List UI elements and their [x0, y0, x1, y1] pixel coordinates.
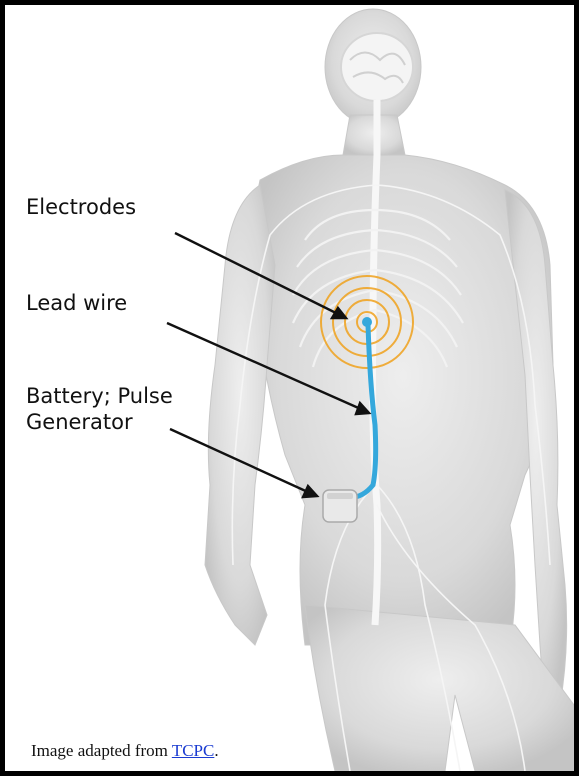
- label-battery-line1: Battery; Pulse: [26, 383, 173, 409]
- label-electrodes: Electrodes: [26, 194, 136, 220]
- body-silhouette: [205, 9, 574, 771]
- electrode-contact: [362, 317, 372, 327]
- brain: [341, 33, 413, 101]
- caption: Image adapted from TCPC.: [31, 741, 219, 761]
- caption-prefix: Image adapted from: [31, 741, 172, 760]
- tcpc-link[interactable]: TCPC: [172, 741, 215, 760]
- pulse-generator: [323, 490, 357, 522]
- label-lead-wire: Lead wire: [26, 290, 127, 316]
- caption-suffix: .: [214, 741, 218, 760]
- label-battery-line2: Generator: [26, 409, 133, 435]
